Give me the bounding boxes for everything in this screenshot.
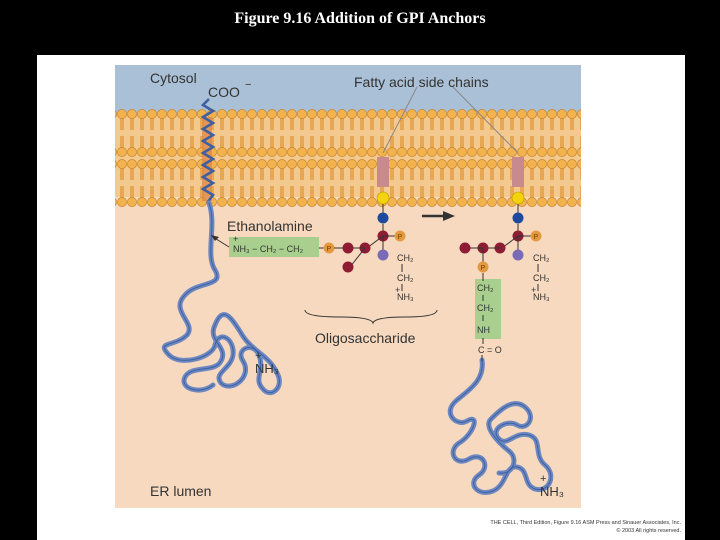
- lipid-bilayer: [115, 108, 581, 208]
- fatty-acid-chain-right: [512, 157, 524, 187]
- svg-text:CH₂: CH₂: [397, 273, 414, 283]
- gpi-anchor-diagram: Cytosol ER lumen Fatty acid side chains …: [115, 65, 581, 508]
- ethanolamine-label: Ethanolamine: [227, 218, 313, 234]
- sugar-blue-left: [377, 212, 389, 224]
- nh3-terminus-left: NH₃: [255, 361, 279, 376]
- fatty-acid-label: Fatty acid side chains: [354, 74, 489, 90]
- credit-line-1: THE CELL, Third Edition, Figure 9.16 ASM…: [490, 520, 681, 526]
- svg-text:CH₂: CH₂: [533, 253, 550, 263]
- svg-text:CH₂: CH₂: [477, 283, 494, 293]
- svg-text:NH₃: NH₃: [533, 292, 550, 302]
- svg-text:P: P: [534, 234, 539, 241]
- svg-text:+: +: [540, 473, 546, 485]
- er-lumen-label: ER lumen: [150, 483, 211, 499]
- oligosaccharide-label: Oligosaccharide: [315, 330, 416, 346]
- cytosol-region: [115, 65, 581, 115]
- nh3-terminus-right: NH₃: [540, 484, 564, 499]
- ethanolamine-box: [229, 237, 319, 257]
- transmembrane-helix: [200, 98, 216, 204]
- svg-text:+: +: [395, 285, 400, 295]
- coo-label: COO: [208, 84, 240, 100]
- svg-text:NH: NH: [477, 325, 490, 335]
- fatty-acid-chain-left: [377, 157, 389, 187]
- svg-text:+: +: [233, 234, 238, 244]
- figure-credit: THE CELL, Third Edition, Figure 9.16 ASM…: [449, 519, 681, 535]
- svg-text:P: P: [481, 265, 486, 272]
- svg-text:+: +: [255, 350, 261, 362]
- svg-text:+: +: [531, 285, 536, 295]
- svg-text:P: P: [398, 234, 403, 241]
- ethanolamine-linker-box: [475, 279, 501, 339]
- phosphate-left-group: [323, 242, 335, 254]
- ethanolamine-formula: NH₃ − CH₂ − CH₂: [233, 244, 304, 254]
- svg-text:CH₂: CH₂: [397, 253, 414, 263]
- cytosol-label: Cytosol: [150, 70, 197, 86]
- sugar-blue-right: [512, 212, 524, 224]
- slide-title: Figure 9.16 Addition of GPI Anchors: [234, 10, 486, 27]
- reaction-arrow: [443, 211, 455, 221]
- svg-text:CH₂: CH₂: [477, 303, 494, 313]
- credit-line-2: © 2003 All rights reserved.: [616, 528, 681, 534]
- oligosaccharide-bracket: [304, 309, 438, 325]
- carbonyl-label: C = O: [478, 345, 502, 355]
- coo-charge: −: [245, 79, 251, 91]
- svg-text:NH₃: NH₃: [397, 292, 414, 302]
- figure-panel: Cytosol ER lumen Fatty acid side chains …: [37, 55, 685, 540]
- svg-text:P: P: [327, 246, 332, 253]
- svg-text:CH₂: CH₂: [533, 273, 550, 283]
